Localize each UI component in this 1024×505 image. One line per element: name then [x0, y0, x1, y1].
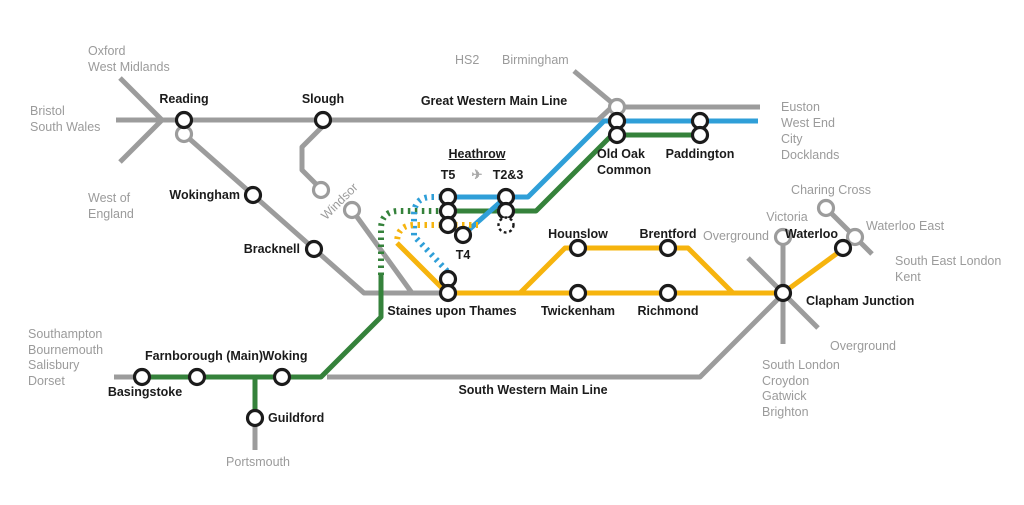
- station-charing-cross-label: Charing Cross: [791, 183, 871, 197]
- dest-bristol-label: Bristol South Wales: [30, 104, 101, 134]
- station-wokingham-label: Wokingham: [169, 188, 240, 202]
- station-windsor-central: [311, 180, 331, 200]
- hs2-arrow-line: [572, 69, 619, 109]
- station-bracknell-label: Bracknell: [243, 242, 300, 256]
- station-richmond: [658, 283, 678, 303]
- dest-south-east-london-label: South East London Kent: [895, 254, 1002, 284]
- station-farnborough: [187, 367, 207, 387]
- yellow-waterloo-link: [781, 246, 845, 296]
- station-charing-cross: [816, 198, 836, 218]
- dest-southampton-label: Southampton Bournemouth Salisbury Dorset: [28, 327, 104, 388]
- station-paddington-label: Paddington: [665, 147, 735, 161]
- station-staines-lower: [438, 283, 458, 303]
- station-old-oak-common-label: Old Oak Common: [597, 147, 652, 177]
- station-staines-label: Staines upon Thames: [387, 304, 517, 318]
- station-clapham-junction: [773, 283, 793, 303]
- station-paddington-green: [690, 125, 710, 145]
- dest-portsmouth-label: Portsmouth: [226, 455, 290, 469]
- station-basingstoke-label: Basingstoke: [107, 385, 183, 399]
- station-waterloo-east-label: Waterloo East: [866, 219, 945, 233]
- station-reading-label: Reading: [159, 92, 209, 106]
- station-twickenham: [568, 283, 588, 303]
- yellow-rail-line: [394, 222, 845, 296]
- west-of-england-arrow-line: [118, 118, 164, 164]
- oxford-arrow-line: [118, 76, 164, 122]
- station-t23-green: [496, 201, 516, 221]
- station-slough: [313, 110, 333, 130]
- dest-south-london-label: South London Croydon Gatwick Brighton: [762, 358, 840, 419]
- dest-oxford-label: Oxford West Midlands: [88, 44, 170, 74]
- dest-overground-nw-label: Overground: [702, 229, 770, 243]
- station-basingstoke: [132, 367, 152, 387]
- yellow-upper-branch: [518, 245, 735, 295]
- station-farnborough-label: Farnborough (Main): [144, 349, 264, 363]
- station-t23-label: T2&3: [492, 168, 524, 182]
- reading-staines-line: [182, 132, 448, 296]
- station-brentford: [658, 238, 678, 258]
- station-woking-label: Woking: [262, 349, 308, 363]
- station-slough-label: Slough: [301, 92, 345, 106]
- station-waterloo-label: Waterloo: [784, 227, 838, 241]
- station-t4: [453, 225, 473, 245]
- station-woking: [272, 367, 292, 387]
- station-reading: [174, 110, 194, 130]
- station-victoria-label: Victoria: [766, 210, 808, 224]
- station-wokingham: [243, 185, 263, 205]
- green-main-line: [133, 275, 384, 380]
- dest-euston-label: Euston: [781, 100, 820, 114]
- dest-west-of-england-label: West of England: [88, 191, 134, 221]
- station-victoria: [773, 227, 793, 247]
- station-t5-label: T5: [440, 168, 456, 182]
- station-twickenham-label: Twickenham: [540, 304, 616, 318]
- blue-main-line: [448, 118, 758, 200]
- heathrow-title-label: Heathrow: [448, 147, 506, 161]
- station-bracknell: [304, 239, 324, 259]
- dest-overground-se-label: Overground: [830, 339, 897, 353]
- station-old-oak-common-green: [607, 125, 627, 145]
- station-guildford: [245, 408, 265, 428]
- blue-rail-line: [411, 118, 758, 275]
- line-south-western-label: South Western Main Line: [458, 383, 608, 397]
- station-richmond-label: Richmond: [637, 304, 699, 318]
- station-hounslow: [568, 238, 588, 258]
- line-great-western-label: Great Western Main Line: [420, 94, 568, 108]
- station-brentford-label: Brentford: [639, 227, 697, 241]
- blue-t4-link: [461, 195, 508, 237]
- yellow-staines-approach: [395, 241, 449, 295]
- dest-west-end-label: West End: [781, 116, 835, 130]
- station-markers: [132, 97, 865, 428]
- station-hounslow-label: Hounslow: [548, 227, 608, 241]
- station-t4-label: T4: [455, 248, 471, 262]
- south-western-main-line: [327, 292, 785, 380]
- dest-docklands-label: Docklands: [781, 148, 840, 162]
- station-waterloo: [833, 238, 853, 258]
- slough-windsor-branch: [299, 124, 325, 187]
- dest-birmingham-label: Birmingham: [502, 53, 569, 67]
- station-t5-yellow: [438, 215, 458, 235]
- station-waterloo-east: [845, 227, 865, 247]
- great-western-main-line: [116, 104, 760, 123]
- station-windsor-riverside: [342, 200, 362, 220]
- dest-city-label: City: [781, 132, 803, 146]
- station-clapham-junction-label: Clapham Junction: [806, 294, 915, 308]
- airplane-icon: ✈: [471, 167, 483, 182]
- dest-hs2-label: HS2: [455, 53, 480, 67]
- station-t23-proposed: [497, 216, 515, 234]
- station-guildford-label: Guildford: [268, 411, 325, 425]
